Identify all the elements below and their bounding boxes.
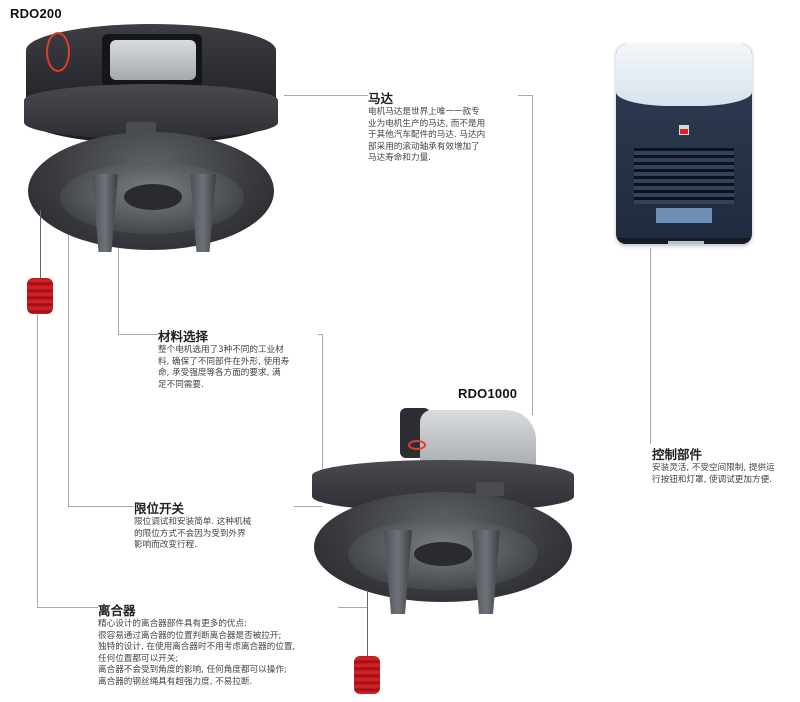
control-connector-v — [650, 248, 651, 444]
control-box-logo — [679, 125, 689, 135]
rdo200-red-wire — [46, 32, 70, 72]
callout-clutch: 离合器 精心设计的离合器部件具有更多的优点: 很容易通过离合器的位置判断离合器是… — [98, 600, 338, 688]
callout-control-body: 安装灵活, 不受空间限制, 提供运 行按钮和灯罩, 使调试更加方便. — [652, 463, 775, 485]
rdo200-hub — [124, 184, 182, 210]
control-box-port — [668, 241, 704, 244]
rdo1000-tab — [476, 482, 504, 496]
rdo200-motor-image — [20, 14, 282, 254]
rdo200-clutch-rope — [40, 210, 41, 280]
material-connector-v2 — [322, 334, 323, 484]
callout-limit-switch-body: 限位调试和安装简单. 这种机械 的限位方式不会因为受到外界 影响而改变行程. — [134, 517, 252, 550]
control-box-display — [656, 208, 712, 223]
rdo200-gearbox — [110, 40, 196, 80]
callout-motor-body: 电机马达是世界上唯一一款专 业为电机生产的马达, 而不是用 于其他汽车配件的马达… — [368, 107, 486, 163]
callout-control: 控制部件 安装灵活, 不受空间限制, 提供运 行按钮和灯罩, 使调试更加方便. — [652, 444, 800, 486]
control-box-speaker-grille — [634, 148, 734, 204]
model-label-rdo200: RDO200 — [10, 6, 62, 21]
control-box-light-cover — [616, 44, 752, 106]
control-box-image — [616, 44, 752, 244]
rdo1000-leg-right — [472, 530, 500, 614]
rdo1000-red-wire — [408, 440, 426, 450]
rdo1000-hub — [414, 542, 472, 566]
callout-control-title: 控制部件 — [652, 447, 706, 462]
limit-connector-v — [68, 222, 69, 507]
rdo1000-leg-left — [384, 530, 412, 614]
callout-clutch-body: 精心设计的离合器部件具有更多的优点: 很容易通过离合器的位置判断离合器是否被拉开… — [98, 619, 296, 687]
callout-motor-title: 马达 — [368, 91, 397, 106]
rdo1000-motor-image — [308, 400, 578, 614]
callout-material: 材料选择 整个电机选用了3种不同的工业材 料, 确保了不同部件在外形, 使用寿 … — [158, 326, 318, 391]
material-connector-v1 — [118, 232, 119, 334]
callout-limit-switch: 限位开关 限位调试和安装简单. 这种机械 的限位方式不会因为受到外界 影响而改变… — [134, 498, 294, 552]
callout-material-title: 材料选择 — [158, 329, 212, 344]
rdo200-clutch-weight — [27, 278, 53, 314]
clutch-connector-v — [37, 312, 38, 608]
callout-clutch-title: 离合器 — [98, 603, 139, 618]
motor-connector-v — [532, 95, 533, 415]
rdo1000-clutch-weight — [354, 656, 380, 694]
callout-material-body: 整个电机选用了3种不同的工业材 料, 确保了不同部件在外形, 使用寿 命, 承受… — [158, 345, 290, 390]
callout-motor: 马达 电机马达是世界上唯一一款专 业为电机生产的马达, 而不是用 于其他汽车配件… — [368, 88, 518, 165]
callout-limit-switch-title: 限位开关 — [134, 501, 188, 516]
model-label-rdo1000: RDO1000 — [458, 386, 518, 401]
rdo1000-clutch-rope — [367, 590, 368, 660]
